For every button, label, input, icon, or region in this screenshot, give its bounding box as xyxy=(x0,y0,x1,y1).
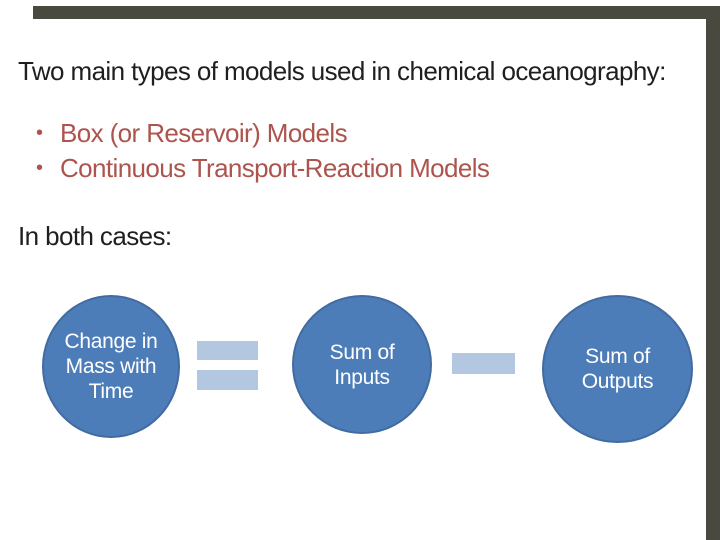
circle-change-in-mass-with-time: Change in Mass with Time xyxy=(42,295,180,438)
circle-sum-of-inputs: Sum of Inputs xyxy=(292,295,432,434)
bullet-icon: • xyxy=(36,157,43,179)
circle-label-line: Sum of xyxy=(329,340,395,364)
subheading: In both cases: xyxy=(18,221,172,251)
slide-shadow-top xyxy=(33,6,720,19)
circle-label: Sum of Inputs xyxy=(330,340,395,390)
circle-label-line: Mass with xyxy=(65,355,157,378)
circle-label-line: Inputs xyxy=(334,365,390,389)
slide-shadow-right xyxy=(706,6,720,540)
list-item: • Box (or Reservoir) Models xyxy=(18,116,489,151)
bullet-item-label: Continuous Transport-Reaction Models xyxy=(60,153,490,183)
page-title: Two main types of models used in chemica… xyxy=(18,56,666,86)
list-item: • Continuous Transport-Reaction Models xyxy=(18,151,490,186)
circle-label-line: Outputs xyxy=(581,370,654,393)
bullet-list: • Box (or Reservoir) Models • Continuous… xyxy=(18,116,490,186)
bullet-icon: • xyxy=(36,122,43,144)
circle-sum-of-outputs: Sum of Outputs xyxy=(542,295,693,443)
circle-label-line: Sum of xyxy=(585,345,650,368)
circle-label-line: Change in xyxy=(64,330,158,353)
equals-bar-top xyxy=(197,341,258,360)
minus-bar xyxy=(452,353,515,374)
circle-label: Sum of Outputs xyxy=(581,344,654,394)
circle-label: Change in Mass with Time xyxy=(64,329,157,404)
bullet-item-label: Box (or Reservoir) Models xyxy=(60,118,348,148)
equals-bar-bottom xyxy=(197,370,258,390)
circle-label-line: Time xyxy=(88,380,134,403)
